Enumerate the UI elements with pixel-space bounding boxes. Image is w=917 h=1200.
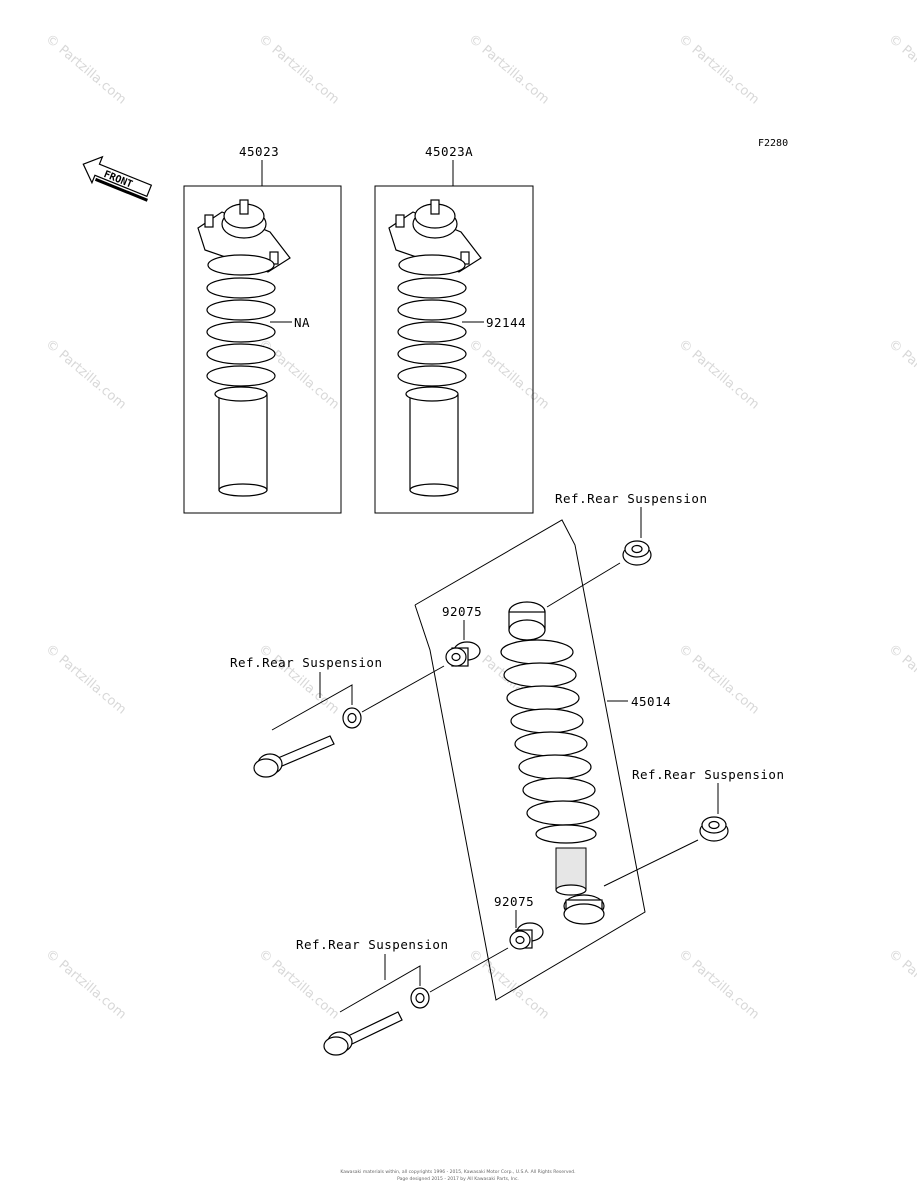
watermark: © Partzilla.com [465,947,551,1023]
shock-absorber-45014: 45014 [414,519,671,1001]
ref-rear-suspension-lower-left[interactable]: Ref.Rear Suspension [296,937,449,952]
watermark: © Partzilla.com [675,32,761,108]
assembly-45023a: 45023A 92144 [374,144,534,514]
collar-upper-right: Ref.Rear Suspension [546,491,708,608]
watermark: © Partzilla.com [255,32,341,108]
callout-outline [414,519,646,1001]
watermark: © Partzilla.com [42,947,128,1023]
watermark: © Partzilla.com [42,642,128,718]
bushing-lower: 92075 [494,894,544,950]
bolt-icon [323,1011,403,1056]
assembly-box [374,185,534,514]
watermark: © Partzilla.com [885,947,917,1023]
watermark: © Partzilla.com [465,337,551,413]
part-label-na[interactable]: NA [294,315,310,330]
watermark: © Partzilla.com [255,947,341,1023]
part-label-45023[interactable]: 45023 [239,144,279,159]
bushing-upper: 92075 [442,604,482,667]
watermark: © Partzilla.com [885,337,917,413]
watermark: © Partzilla.com [255,642,341,718]
figure-code: F2280 [758,138,788,149]
watermark-layer: © Partzilla.com © Partzilla.com © Partzi… [42,32,917,1023]
part-label-45023a[interactable]: 45023A [425,144,473,159]
part-label-92144[interactable]: 92144 [486,315,526,330]
watermark: © Partzilla.com [675,642,761,718]
watermark: © Partzilla.com [885,642,917,718]
part-label-92075-lower[interactable]: 92075 [494,894,534,909]
ref-rear-suspension-lower-right[interactable]: Ref.Rear Suspension [632,767,785,782]
collar-lower-right: Ref.Rear Suspension [603,767,785,887]
ref-rear-suspension-upper-left[interactable]: Ref.Rear Suspension [230,655,383,670]
assembly-45023: 45023 NA [183,144,342,514]
shock-assembly-icon [197,199,291,497]
footer-copyright: Kawasaki materials within, all copyright… [340,1169,575,1175]
bolt-upper-left: Ref.Rear Suspension [230,655,445,778]
shock-assembly-icon [388,199,482,497]
watermark: © Partzilla.com [675,337,761,413]
front-arrow-icon: FRONT [82,155,153,202]
ref-rear-suspension-upper-right[interactable]: Ref.Rear Suspension [555,491,708,506]
part-label-92075-upper[interactable]: 92075 [442,604,482,619]
watermark: © Partzilla.com [42,337,128,413]
bolt-icon [253,735,335,778]
bolt-lower-left: Ref.Rear Suspension [296,937,509,1056]
watermark: © Partzilla.com [42,32,128,108]
part-label-45014[interactable]: 45014 [631,694,671,709]
watermark: © Partzilla.com [885,32,917,108]
watermark: © Partzilla.com [675,947,761,1023]
shock-absorber-icon [500,601,605,925]
watermark: © Partzilla.com [465,32,551,108]
footer-credit: Page designed 2015 - 2017 by All Kawasak… [397,1176,519,1182]
